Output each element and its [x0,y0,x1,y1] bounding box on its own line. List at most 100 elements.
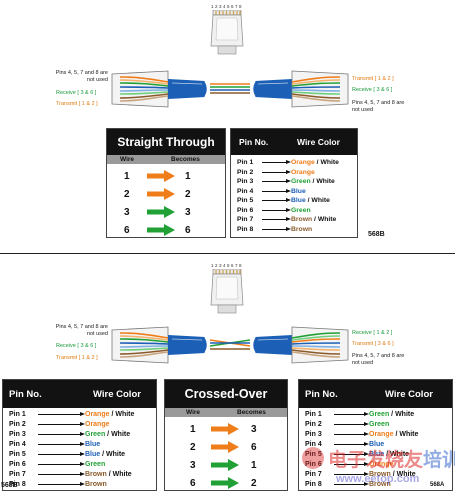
wire-number: 6 [124,225,130,236]
pin-label: Pin 5 [9,451,26,459]
wire-color-name: Green [85,431,106,439]
pin-numbers: 12345678 [210,4,244,9]
wire-color-suffix: / White [314,159,339,167]
becomes-number: 1 [251,460,257,471]
wire-color-name: Blue [291,197,306,205]
arrow-right-icon [37,482,85,488]
standard-label-568a: 568A [430,482,445,488]
table-header: Pin No. Wire Color [3,380,156,408]
connector-plug-icon [210,10,244,55]
pin-label: Pin 8 [237,225,254,233]
wire-color-name: Brown [291,225,313,233]
arrow-right-icon [37,422,85,428]
wire-color: Brown / White [369,471,416,478]
wire-color-name: Blue [291,187,306,195]
wire-color-suffix: / White [312,216,337,224]
wire-number: 1 [190,424,196,435]
rj45-connector-bottom: 12345678 [205,263,249,319]
wire-number: 2 [190,442,196,453]
arrow-right-icon [261,217,291,223]
wire-color-name: Orange [85,411,110,419]
wire-color: Brown [369,481,391,488]
pin-label: Pin 3 [305,431,322,439]
pin-row: Pin 2 Orange [9,420,152,430]
col-pin: Pin No. [239,137,269,147]
pin-numbers: 12345678 [210,263,244,268]
arrow-right-icon [147,206,175,218]
arrow-right-icon [261,169,291,175]
arrow-right-icon [261,226,291,232]
wire-color-name: Blue [85,441,101,449]
right-transmit-label: Transmit [ 3 & 6 ] [352,341,394,347]
wire-color-name: Orange [369,461,394,469]
wire-color: Green / White [85,431,130,438]
pin-label: Pin 4 [9,441,26,449]
arrow-right-icon [37,452,85,458]
wire-color: Brown [291,226,312,233]
standard-label-568b-top: 568B [368,231,385,238]
wire-color: Orange [369,461,394,468]
arrow-right-icon [333,412,369,418]
wire-color-name: Green [291,178,311,186]
arrow-right-icon [37,412,85,418]
col-color: Wire Color [93,388,141,400]
pin-label: Pin 7 [9,471,26,479]
pin-row: Pin 3 Orange / White [305,430,448,440]
wire-color-name: Brown [85,471,107,479]
crossed-over-cable-diagram [111,326,349,364]
col-becomes: Becomes [171,156,200,163]
wire-color-name: Brown [369,471,391,479]
wire-color: Orange [85,421,110,428]
wire-color: Blue / White [85,451,125,458]
becomes-number: 3 [251,424,257,435]
col-color: Wire Color [385,388,433,400]
table-header: Pin No. Wire Color [299,380,452,408]
wire-number: 2 [124,189,130,200]
wire-color-suffix: / White [109,411,135,419]
table-subheader: Wire Becomes [165,408,287,417]
arrow-right-icon [261,188,291,194]
becomes-number: 2 [185,189,191,200]
becomes-number: 2 [251,478,257,489]
right-receive-label: Receive [ 1 & 2 ] [352,330,393,336]
arrow-right-icon [261,179,291,185]
wire-color: Blue [369,441,384,448]
arrow-right-icon [261,207,291,213]
wire-color: Blue / White [369,451,409,458]
rj45-connector-top: 12345678 [205,4,249,60]
pin-row: Pin 4 Blue [9,440,152,450]
wire-color-suffix: / White [305,197,330,205]
wire-color: Orange / White [369,431,418,438]
wire-color-suffix: / White [384,451,410,459]
pin-label: Pin 2 [9,421,26,429]
arrow-right-icon [333,472,369,478]
wire-color-suffix: / White [389,411,415,419]
arrow-right-icon [333,442,369,448]
wire-color: Blue / White [291,197,330,204]
wire-color-name: Green [369,411,390,419]
wire-color-name: Blue [369,451,385,459]
wire-color: Brown / White [85,471,132,478]
pin-row: Pin 4 Blue [237,187,353,197]
wire-color-name: Brown [369,481,391,489]
pin-label: Pin 7 [305,471,322,479]
pin-label: Pin 6 [9,461,26,469]
pin-label: Pin 4 [237,187,254,195]
wire-color: Green / White [291,178,335,185]
left-unused-pins-label: Pins 4, 5, 7 and 8 are not used [55,70,108,83]
pin-row: Pin 7 Brown / White [9,470,152,480]
wire-number: 1 [124,171,130,182]
arrow-right-icon [333,422,369,428]
